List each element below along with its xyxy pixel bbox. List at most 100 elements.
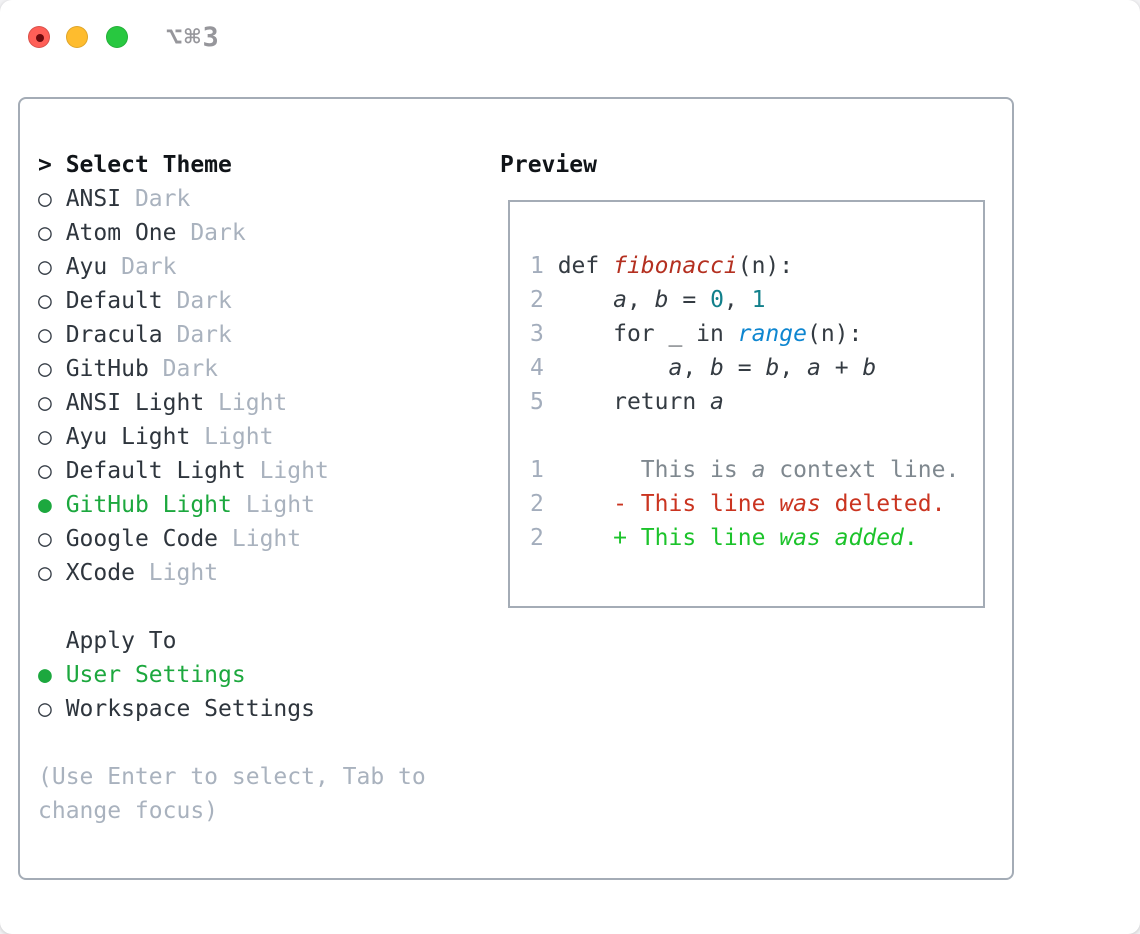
code-token: def (557, 253, 614, 279)
line-number: 1 (530, 253, 558, 279)
theme-name: GitHub (65, 356, 149, 382)
radio-unselected-icon: ○ (38, 424, 66, 450)
theme-option-ayu-light[interactable]: ○ Ayu Light Light (38, 420, 426, 454)
theme-name: GitHub Light (65, 492, 232, 518)
code-token: return (557, 389, 711, 415)
code-token: range (737, 321, 807, 347)
code-token (558, 287, 613, 313)
theme-variant-tag: Light (218, 526, 302, 552)
theme-variant-tag: Light (190, 424, 274, 450)
code-token: was (779, 525, 821, 551)
code-line: 1 This is a context line. (530, 453, 975, 487)
theme-name: Default (65, 288, 163, 314)
radio-unselected-icon: ○ (38, 186, 66, 212)
radio-selected-icon: ● (38, 492, 66, 518)
theme-option-github-light[interactable]: ● GitHub Light Light (38, 488, 426, 522)
code-token: b (654, 287, 669, 313)
radio-selected-icon: ● (38, 662, 66, 688)
apply-option-label: Workspace Settings (65, 696, 315, 722)
radio-unselected-icon: ○ (38, 390, 66, 416)
keyboard-hint: (Use Enter to select, Tab to (38, 760, 426, 794)
code-token: 1 (751, 287, 766, 313)
line-number: 2 (530, 525, 558, 551)
code-token: = (668, 287, 711, 313)
code-token: deleted. (820, 491, 946, 517)
line-number: 5 (530, 389, 558, 415)
theme-option-dracula[interactable]: ○ Dracula Dark (38, 318, 426, 352)
theme-name: Default Light (65, 458, 246, 484)
code-token: fibonacci (613, 253, 738, 279)
theme-option-ayu[interactable]: ○ Ayu Dark (38, 250, 426, 284)
theme-name: XCode (65, 560, 135, 586)
maximize-button[interactable] (106, 26, 128, 48)
code-line: 5 return a (530, 385, 975, 419)
apply-option-workspace-settings[interactable]: ○ Workspace Settings (38, 692, 426, 726)
theme-variant-tag: Dark (121, 186, 191, 212)
close-button[interactable] (28, 26, 50, 48)
theme-option-ansi-light[interactable]: ○ ANSI Light Light (38, 386, 426, 420)
code-line: 3 for _ in range(n): (530, 317, 975, 351)
radio-unselected-icon: ○ (38, 526, 66, 552)
line-number: 2 (530, 491, 558, 517)
code-token: 0 (710, 287, 724, 313)
radio-unselected-icon: ○ (38, 288, 66, 314)
code-token: was (779, 491, 821, 517)
theme-option-ansi[interactable]: ○ ANSI Dark (38, 182, 426, 216)
keyboard-hint: change focus) (38, 794, 426, 828)
apply-option-user-settings[interactable]: ● User Settings (38, 658, 426, 692)
code-token: b (862, 355, 877, 381)
theme-option-github[interactable]: ○ GitHub Dark (38, 352, 426, 386)
code-token: a (668, 355, 683, 381)
spacer (38, 726, 426, 760)
line-number: 3 (530, 321, 558, 347)
theme-variant-tag: Dark (107, 254, 177, 280)
spacer (38, 590, 426, 624)
theme-name: Ayu (65, 254, 108, 280)
radio-unselected-icon: ○ (38, 254, 66, 280)
radio-unselected-icon: ○ (38, 220, 66, 246)
code-token: added (834, 525, 904, 551)
theme-option-google-code[interactable]: ○ Google Code Light (38, 522, 426, 556)
theme-option-atom-one[interactable]: ○ Atom One Dark (38, 216, 426, 250)
code-token: + (820, 355, 863, 381)
theme-option-default-light[interactable]: ○ Default Light Light (38, 454, 426, 488)
radio-unselected-icon: ○ (38, 458, 66, 484)
code-token: a (613, 287, 627, 313)
radio-unselected-icon: ○ (38, 696, 66, 722)
theme-list-title: Select Theme (65, 152, 232, 178)
minimize-button[interactable] (66, 26, 88, 48)
code-line: 2 + This line was added. (530, 521, 975, 555)
theme-variant-tag: Dark (148, 356, 219, 382)
code-token: This is (557, 457, 752, 483)
theme-name: Ayu Light (65, 424, 191, 450)
line-number: 1 (530, 457, 558, 483)
theme-variant-tag: Dark (162, 322, 232, 348)
theme-option-default[interactable]: ○ Default Dark (38, 284, 426, 318)
code-token (821, 525, 835, 551)
theme-variant-tag: Light (204, 390, 288, 416)
code-line: 1 def fibonacci(n): (530, 249, 975, 283)
theme-variant-tag: Dark (176, 220, 246, 246)
code-token (558, 355, 669, 381)
code-token: b (765, 355, 780, 381)
code-token: for _ in (557, 321, 738, 347)
code-line: 2 - This line was deleted. (530, 487, 975, 521)
theme-name: Atom One (65, 220, 177, 246)
preview-heading: Preview (500, 152, 597, 178)
code-token: context line. (765, 457, 960, 483)
theme-variant-tag: Light (231, 492, 315, 518)
theme-name: ANSI (65, 186, 122, 212)
theme-option-xcode[interactable]: ○ XCode Light (38, 556, 426, 590)
code-token: a (807, 355, 821, 381)
theme-name: Google Code (65, 526, 219, 552)
theme-name: Dracula (65, 322, 163, 348)
theme-selector-panel: > Select Theme○ ANSI Dark○ Atom One Dark… (18, 97, 1014, 880)
prompt-icon: > (38, 152, 66, 178)
theme-list: > Select Theme○ ANSI Dark○ Atom One Dark… (38, 148, 426, 828)
code-token: , (682, 355, 711, 381)
apply-to-header: Apply To (38, 624, 426, 658)
close-dot-icon (36, 34, 44, 42)
window-title: ⌥⌘3 (166, 22, 221, 53)
